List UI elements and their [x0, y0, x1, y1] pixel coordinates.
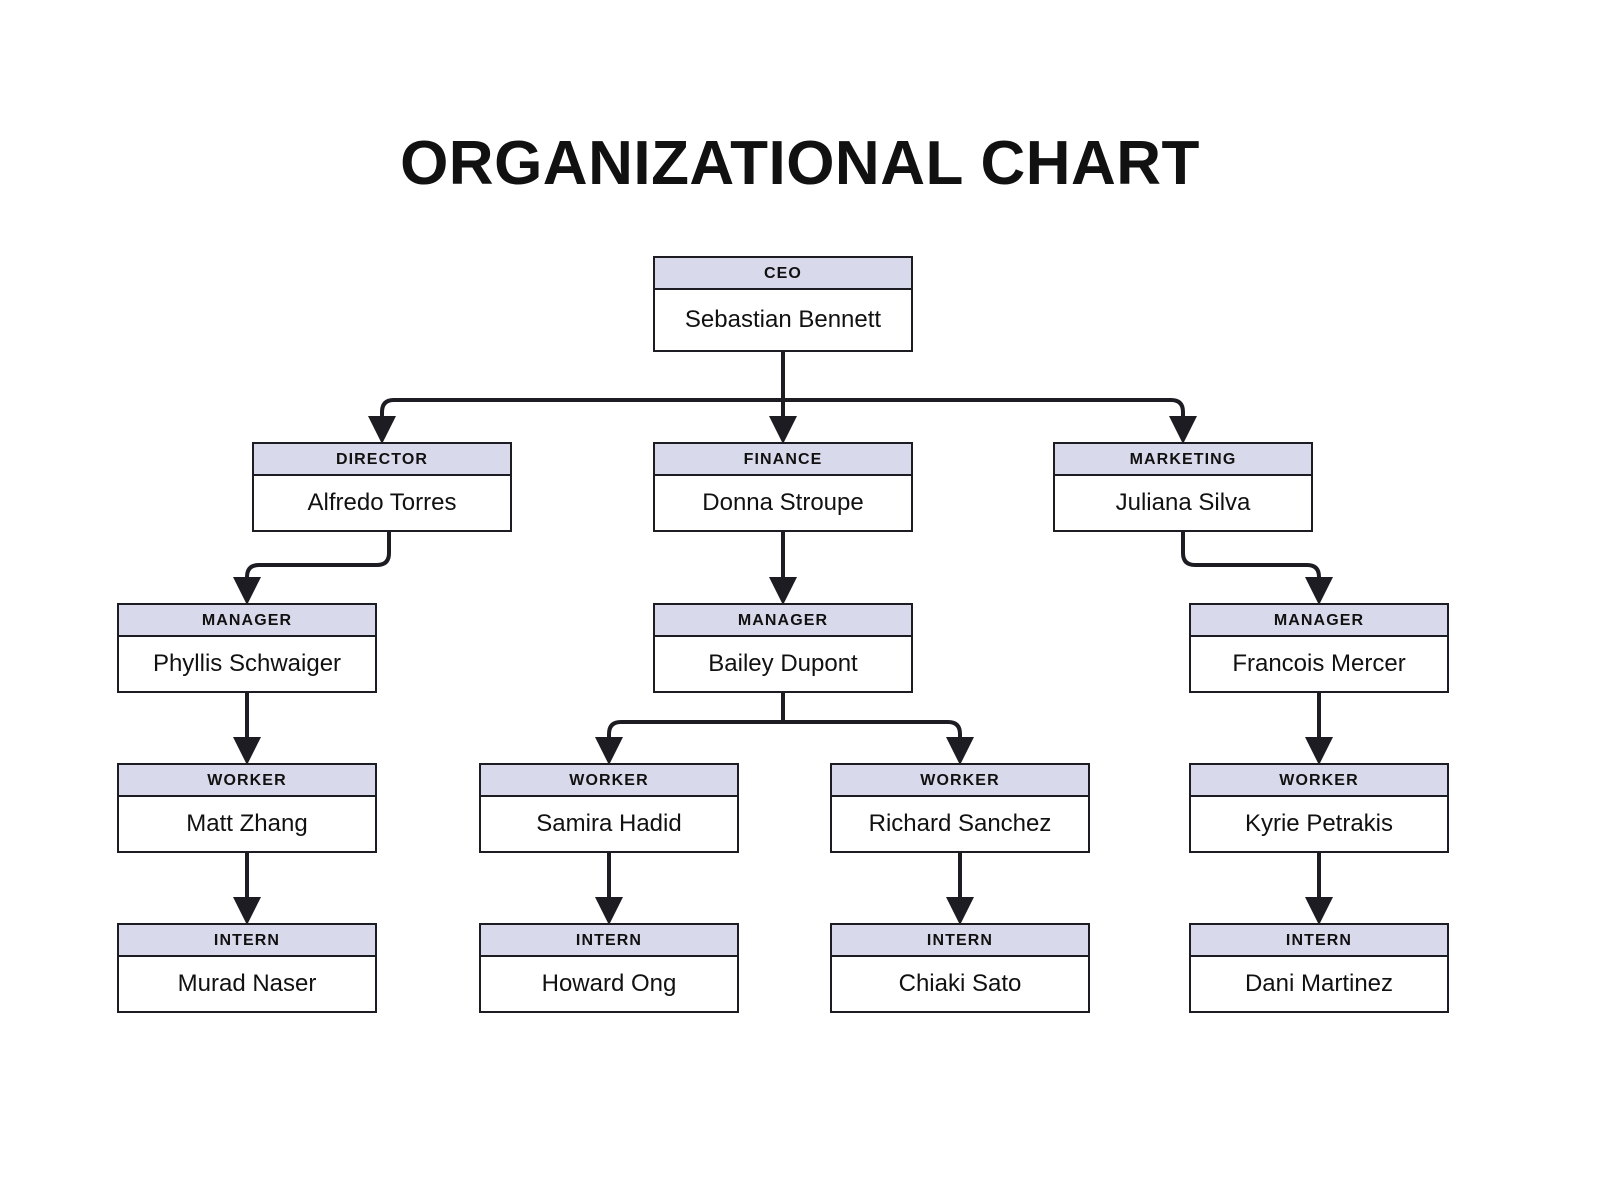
node-manager-1[interactable]: MANAGER Phyllis Schwaiger [117, 603, 377, 693]
node-ceo-role: CEO [655, 258, 911, 290]
node-worker-4-name: Kyrie Petrakis [1191, 797, 1447, 851]
node-worker-2-role: WORKER [481, 765, 737, 797]
node-manager-2[interactable]: MANAGER Bailey Dupont [653, 603, 913, 693]
node-worker-1-name: Matt Zhang [119, 797, 375, 851]
node-intern-2[interactable]: INTERN Howard Ong [479, 923, 739, 1013]
node-intern-2-role: INTERN [481, 925, 737, 957]
node-worker-3-name: Richard Sanchez [832, 797, 1088, 851]
edge-ceo-to-director [368, 398, 783, 444]
node-worker-4-role: WORKER [1191, 765, 1447, 797]
node-worker-3[interactable]: WORKER Richard Sanchez [830, 763, 1090, 853]
node-marketing-name: Juliana Silva [1055, 476, 1311, 530]
node-manager-3-role: MANAGER [1191, 605, 1447, 637]
node-marketing[interactable]: MARKETING Juliana Silva [1053, 442, 1313, 532]
node-intern-3-name: Chiaki Sato [832, 957, 1088, 1011]
node-intern-4-role: INTERN [1191, 925, 1447, 957]
edge-director-to-manager-1 [233, 530, 391, 605]
node-worker-2-name: Samira Hadid [481, 797, 737, 851]
node-intern-1-name: Murad Naser [119, 957, 375, 1011]
node-worker-3-role: WORKER [832, 765, 1088, 797]
node-finance-name: Donna Stroupe [655, 476, 911, 530]
node-director[interactable]: DIRECTOR Alfredo Torres [252, 442, 512, 532]
edge-manager-2-to-worker-3 [783, 720, 974, 765]
node-worker-4[interactable]: WORKER Kyrie Petrakis [1189, 763, 1449, 853]
node-finance[interactable]: FINANCE Donna Stroupe [653, 442, 913, 532]
node-worker-1-role: WORKER [119, 765, 375, 797]
node-intern-3[interactable]: INTERN Chiaki Sato [830, 923, 1090, 1013]
edge-manager-2-to-worker-2 [595, 720, 783, 765]
node-intern-4-name: Dani Martinez [1191, 957, 1447, 1011]
node-manager-3[interactable]: MANAGER Francois Mercer [1189, 603, 1449, 693]
node-manager-2-role: MANAGER [655, 605, 911, 637]
node-marketing-role: MARKETING [1055, 444, 1311, 476]
node-director-role: DIRECTOR [254, 444, 510, 476]
node-ceo-name: Sebastian Bennett [655, 290, 911, 350]
edge-marketing-to-manager-3 [1181, 530, 1333, 605]
node-manager-3-name: Francois Mercer [1191, 637, 1447, 691]
node-intern-1[interactable]: INTERN Murad Naser [117, 923, 377, 1013]
page-title: ORGANIZATIONAL CHART [400, 129, 1200, 198]
node-manager-2-name: Bailey Dupont [655, 637, 911, 691]
node-director-name: Alfredo Torres [254, 476, 510, 530]
node-finance-role: FINANCE [655, 444, 911, 476]
node-intern-3-role: INTERN [832, 925, 1088, 957]
edge-ceo-to-marketing [783, 398, 1197, 444]
node-manager-1-role: MANAGER [119, 605, 375, 637]
node-worker-2[interactable]: WORKER Samira Hadid [479, 763, 739, 853]
node-intern-1-role: INTERN [119, 925, 375, 957]
node-worker-1[interactable]: WORKER Matt Zhang [117, 763, 377, 853]
node-ceo[interactable]: CEO Sebastian Bennett [653, 256, 913, 352]
node-manager-1-name: Phyllis Schwaiger [119, 637, 375, 691]
node-intern-4[interactable]: INTERN Dani Martinez [1189, 923, 1449, 1013]
node-intern-2-name: Howard Ong [481, 957, 737, 1011]
